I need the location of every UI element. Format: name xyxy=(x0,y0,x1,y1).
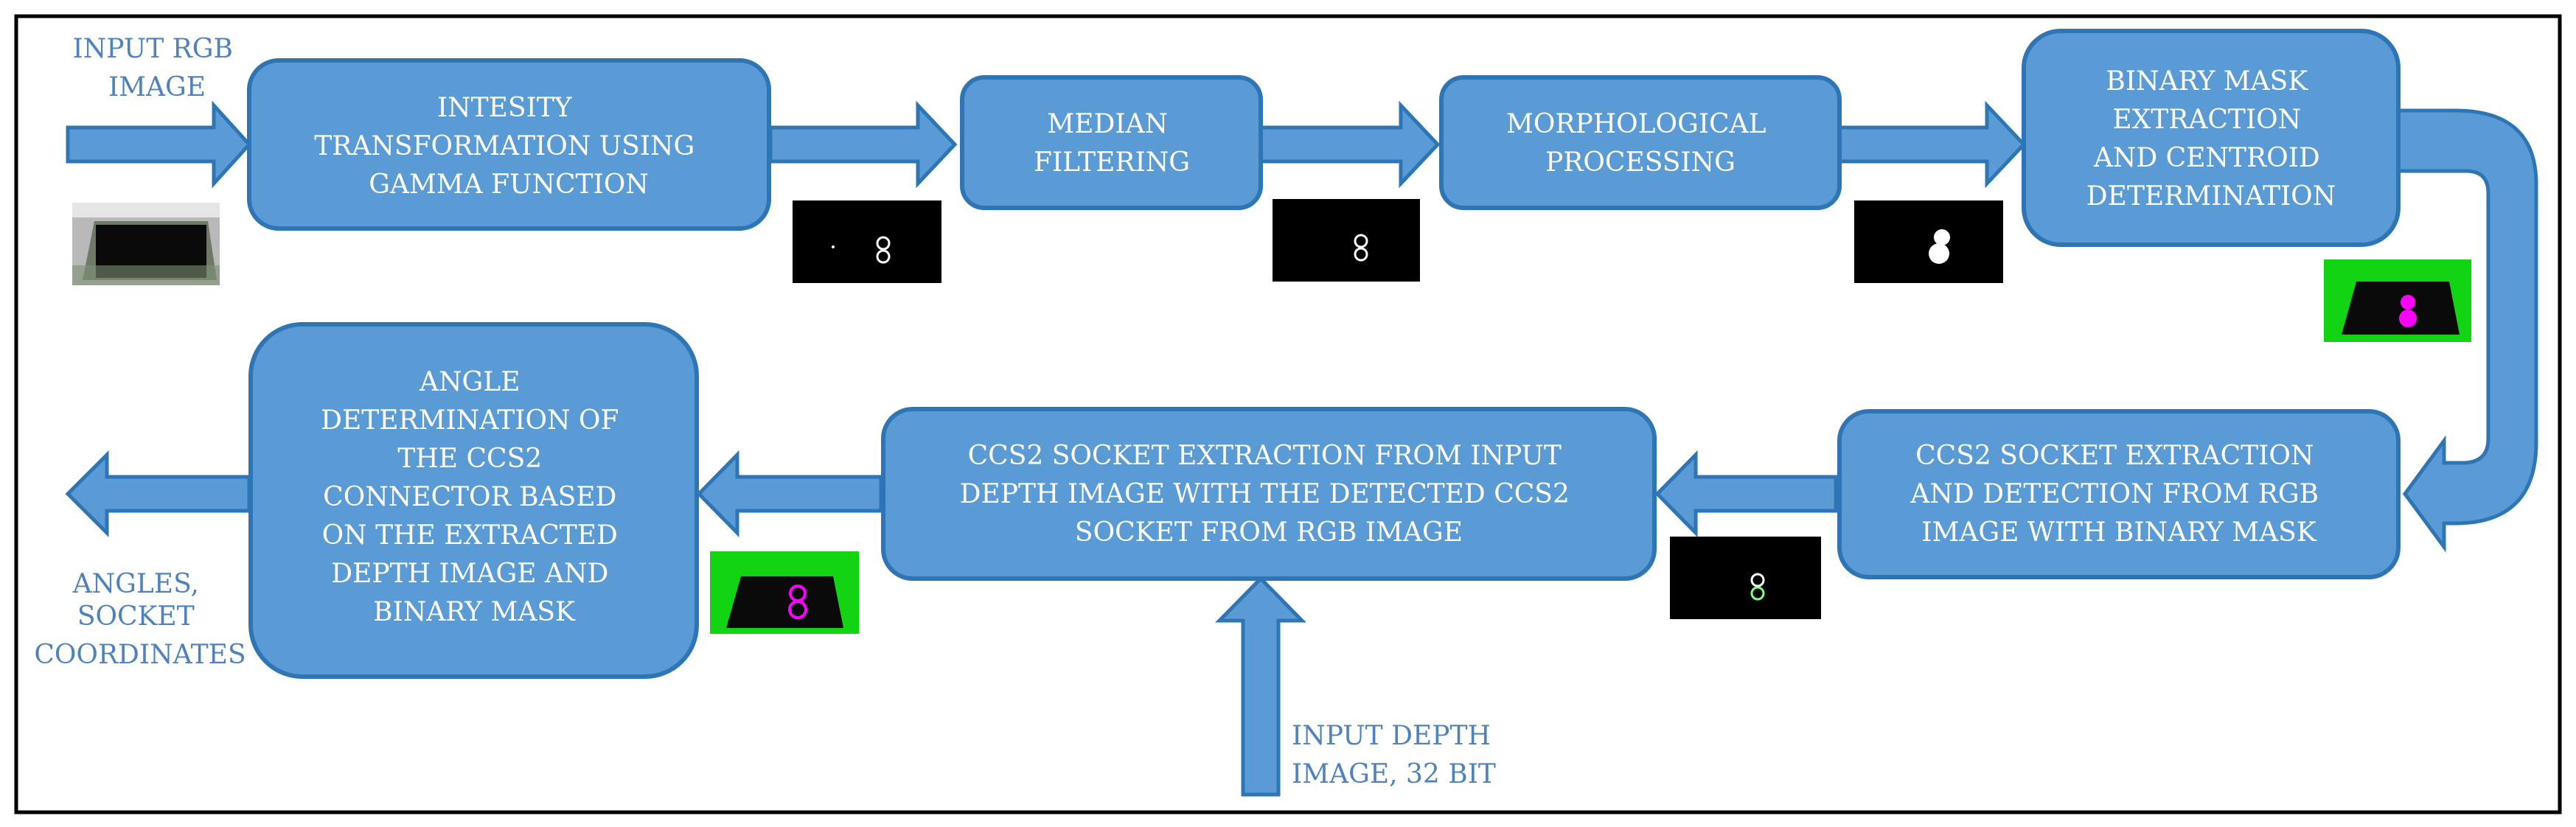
step-mask-line: EXTRACTION xyxy=(2112,105,2301,135)
step-median-line: FILTERING xyxy=(1034,147,1190,178)
step-angle-line: DETERMINATION OF xyxy=(321,405,619,436)
step-angle-line: BINARY MASK xyxy=(373,597,576,627)
arrow-angle-to-output xyxy=(65,450,251,538)
input-rgb-line: IMAGE xyxy=(108,72,206,102)
photo-thumbnail xyxy=(72,203,220,285)
input-depth-line: INPUT DEPTH xyxy=(1292,721,1491,751)
step-gamma-label: INTESITY TRANSFORMATION USING GAMMA FUNC… xyxy=(314,93,703,200)
green-thumbnail xyxy=(710,551,859,634)
step-angle-line: CONNECTOR BASED xyxy=(323,482,616,512)
step-angle-line: ANGLE xyxy=(419,367,520,397)
output-line: COORDINATES xyxy=(34,640,246,670)
step-angle-line: ON THE EXTRACTED xyxy=(322,520,618,551)
input-rgb-line: INPUT RGB xyxy=(73,34,233,64)
step-depth-extract-label: CCS2 SOCKET EXTRACTION FROM INPUT DEPTH … xyxy=(960,441,1578,548)
step-rgb-detect-line: AND DETECTION FROM RGB xyxy=(1910,479,2319,509)
step-gamma-line: TRANSFORMATION USING xyxy=(314,131,695,161)
step-mask-box xyxy=(2022,29,2401,247)
output-line: ANGLES, xyxy=(72,569,199,599)
step-mask-line: BINARY MASK xyxy=(2106,66,2308,97)
dark-thumbnail xyxy=(793,200,941,283)
step-morph-box xyxy=(1439,75,1842,210)
step-mask-label: BINARY MASK EXTRACTION AND CENTROID DETE… xyxy=(2086,66,2336,212)
step-mask-line: DETERMINATION xyxy=(2086,181,2336,212)
arrow-gamma-to-median xyxy=(768,100,958,189)
step-mask-line: AND CENTROID xyxy=(2093,143,2320,173)
arrow-morph-to-mask xyxy=(1837,100,2027,189)
step-gamma-box xyxy=(247,58,771,231)
step-morph-line: MORPHOLOGICAL xyxy=(1506,109,1766,139)
dark-thumbnail xyxy=(1670,537,1821,619)
step-depth-extract-line: SOCKET FROM RGB IMAGE xyxy=(1075,517,1463,548)
step-rgb-detect-line: CCS2 SOCKET EXTRACTION xyxy=(1915,441,2314,471)
output-label: ANGLES, SOCKET COORDINATES xyxy=(34,569,246,670)
step-rgb-detect-line: IMAGE WITH BINARY MASK xyxy=(1921,517,2317,548)
output-line: SOCKET xyxy=(77,601,195,632)
step-angle-box xyxy=(248,322,699,679)
step-angle-line: DEPTH IMAGE AND xyxy=(331,559,608,589)
step-median-label: MEDIAN FILTERING xyxy=(1034,109,1190,178)
dark-thumbnail xyxy=(1854,200,2003,283)
step-median-box xyxy=(960,75,1263,210)
green-thumbnail xyxy=(2324,259,2471,342)
arrow-depth-input-up xyxy=(1215,576,1306,797)
step-gamma-line: GAMMA FUNCTION xyxy=(369,170,649,200)
step-rgb-detect-label: CCS2 SOCKET EXTRACTION AND DETECTION FRO… xyxy=(1910,441,2327,548)
arrow-depth-to-angle xyxy=(696,450,883,538)
step-depth-extract-line: CCS2 SOCKET EXTRACTION FROM INPUT xyxy=(968,441,1562,471)
arrow-rgb-to-depth xyxy=(1654,450,1838,538)
input-depth-label: INPUT DEPTH IMAGE, 32 BIT xyxy=(1292,721,1499,789)
arrow-median-to-morph xyxy=(1259,100,1441,189)
diagram-frame xyxy=(14,14,2562,814)
step-gamma-line: INTESITY xyxy=(437,93,573,123)
step-angle-line: THE CCS2 xyxy=(397,444,542,474)
step-median-line: MEDIAN xyxy=(1047,109,1168,139)
input-depth-line: IMAGE, 32 BIT xyxy=(1292,759,1496,789)
input-rgb-label: INPUT RGB IMAGE xyxy=(73,34,242,102)
step-angle-label: ANGLE DETERMINATION OF THE CCS2 CONNECTO… xyxy=(321,367,627,627)
step-morph-line: PROCESSING xyxy=(1545,147,1736,178)
step-rgb-detect-box xyxy=(1837,409,2401,579)
step-depth-extract-box xyxy=(881,407,1657,581)
dark-thumbnail xyxy=(1273,199,1420,282)
step-morph-label: MORPHOLOGICAL PROCESSING xyxy=(1506,109,1775,178)
arrow-input-to-gamma xyxy=(66,100,252,189)
step-depth-extract-line: DEPTH IMAGE WITH THE DETECTED CCS2 xyxy=(960,479,1570,509)
arrow-mask-to-rgb-detect xyxy=(2396,108,2538,553)
